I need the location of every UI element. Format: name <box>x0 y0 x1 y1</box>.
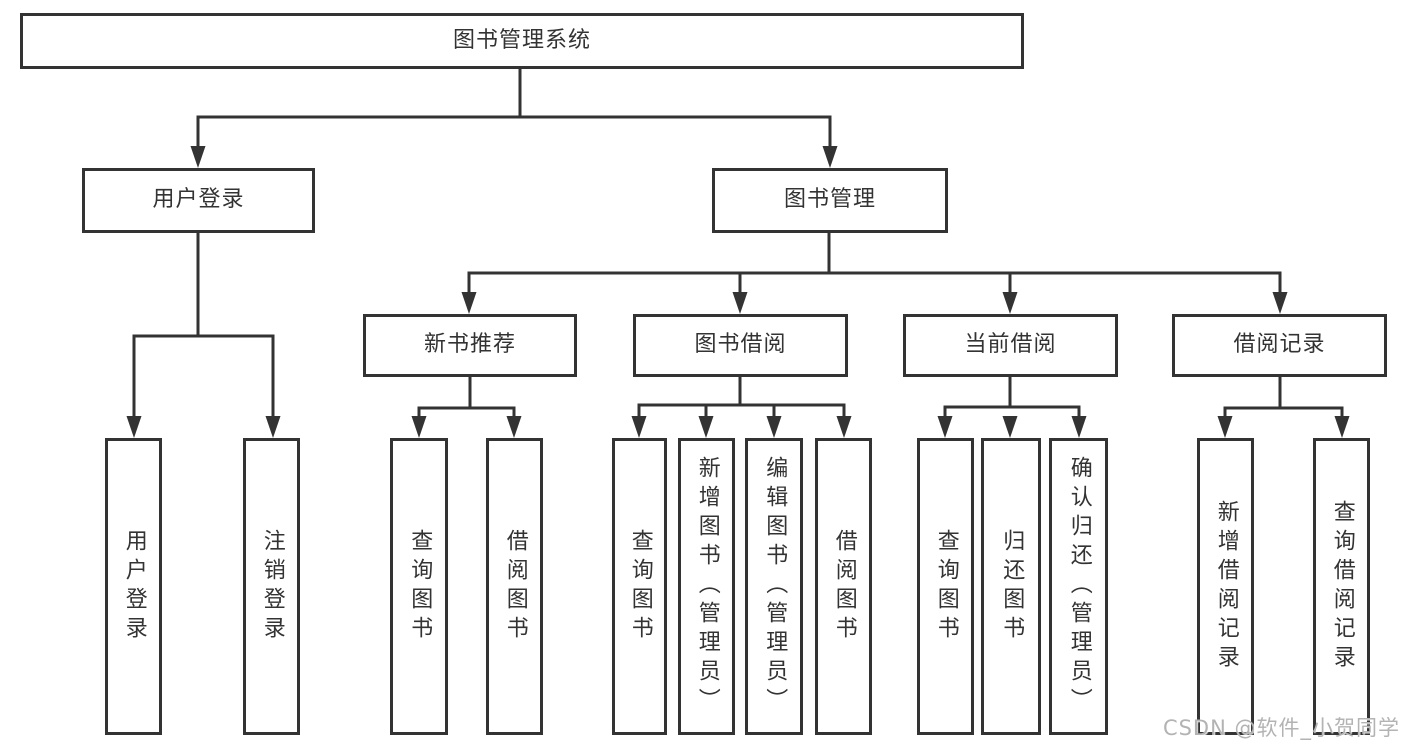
node-borrow-borrow-book: 借阅图书 <box>815 438 872 735</box>
node-borrow-search-book: 查询图书 <box>612 438 667 735</box>
node-borrow-record: 借阅记录 <box>1172 314 1387 377</box>
node-borrow-add-book: 新增图书（管理员） <box>678 438 735 735</box>
node-record-add: 新增借阅记录 <box>1197 438 1254 735</box>
node-recommend-search-book: 查询图书 <box>390 438 448 735</box>
node-current-confirm-return: 确认归还（管理员） <box>1049 438 1108 735</box>
csdn-watermark: CSDN @软件_小贺同学 <box>1162 716 1400 740</box>
node-new-book-recommend: 新书推荐 <box>363 314 577 377</box>
node-book-borrow: 图书借阅 <box>633 314 848 377</box>
node-logout: 注销登录 <box>243 438 300 735</box>
node-current-search-book: 查询图书 <box>917 438 974 735</box>
node-borrow-edit-book: 编辑图书（管理员） <box>745 438 803 735</box>
node-login: 用户登录 <box>105 438 162 735</box>
node-current-return-book: 归还图书 <box>981 438 1041 735</box>
node-root: 图书管理系统 <box>20 13 1024 69</box>
node-record-search: 查询借阅记录 <box>1313 438 1370 735</box>
node-user-login: 用户登录 <box>82 168 315 233</box>
node-current-borrow: 当前借阅 <box>903 314 1118 377</box>
node-recommend-borrow-book: 借阅图书 <box>486 438 543 735</box>
node-book-management: 图书管理 <box>712 168 948 233</box>
